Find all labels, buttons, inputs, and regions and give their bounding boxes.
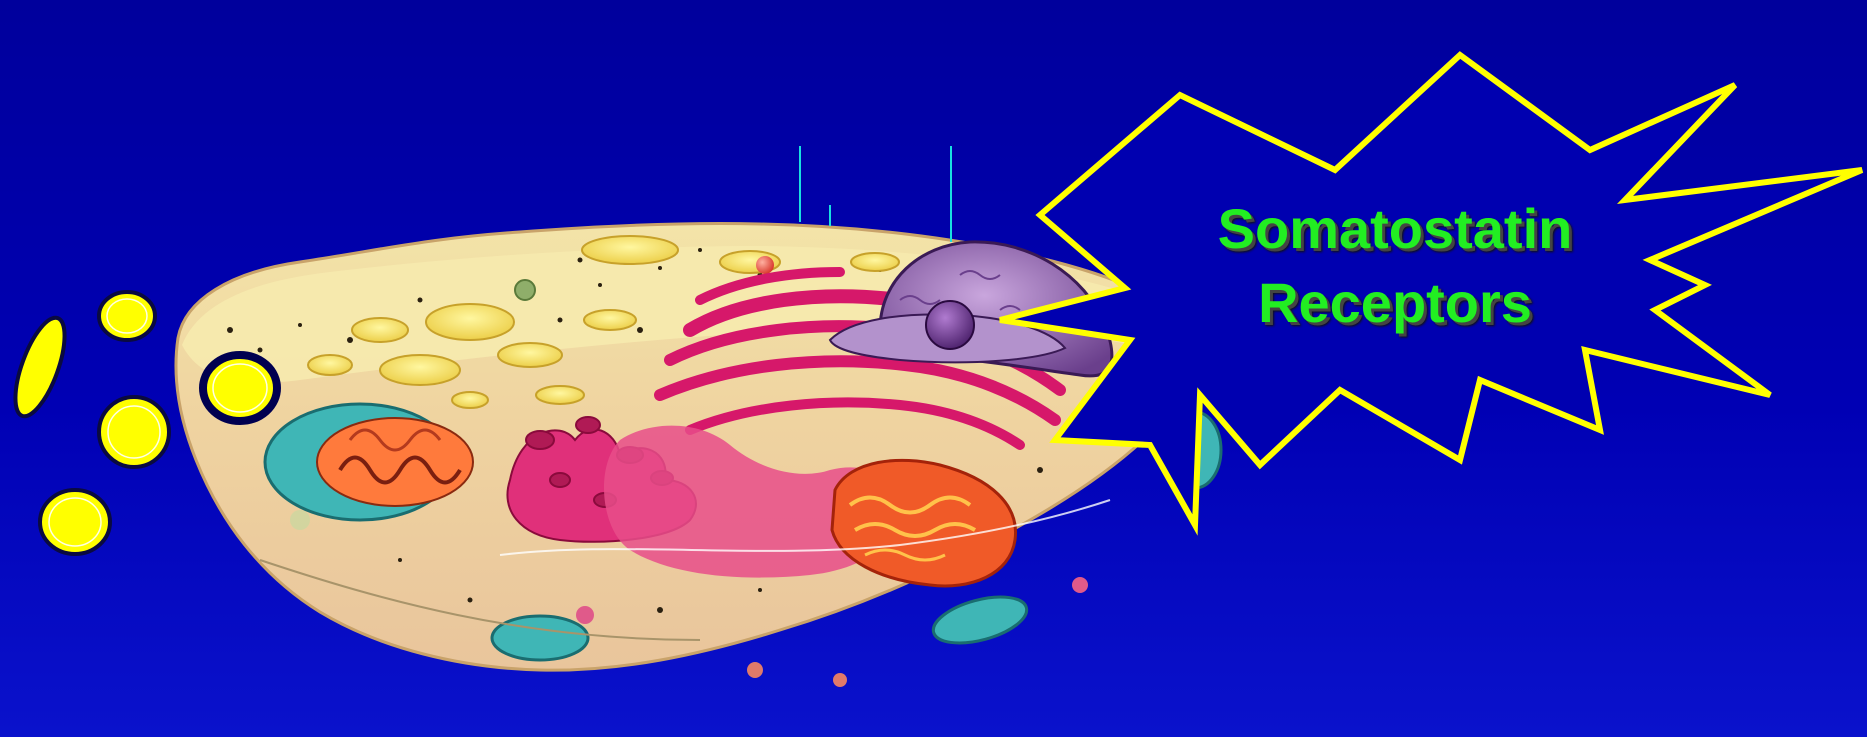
secretory-granule bbox=[40, 490, 110, 554]
secretory-granule bbox=[203, 355, 277, 421]
secretory-granule bbox=[5, 312, 74, 422]
cell-illustration bbox=[176, 223, 1243, 687]
secretory-granule bbox=[99, 397, 169, 467]
callout-line-2: Receptors bbox=[1170, 266, 1620, 340]
callout-line-1: Somatostatin bbox=[1170, 192, 1620, 266]
vacuole bbox=[928, 588, 1031, 651]
vacuole bbox=[492, 616, 588, 660]
callout-label: Somatostatin Receptors bbox=[1170, 192, 1620, 340]
